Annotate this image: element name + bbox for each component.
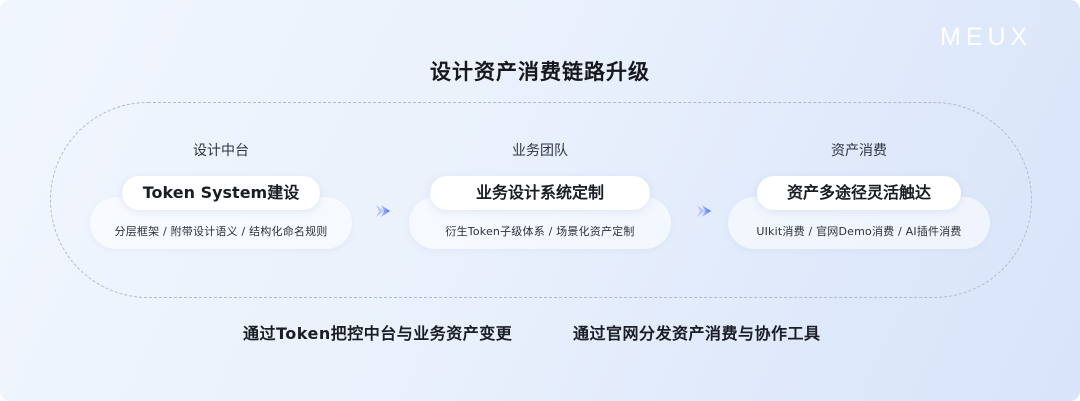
stage-detail: 分层框架 / 附带设计语义 / 结构化命名规则 xyxy=(114,225,328,238)
stage-badge: 资产多途径灵活触达 xyxy=(757,176,961,210)
stage-label: 设计中台 xyxy=(193,143,249,159)
stage-label: 业务团队 xyxy=(512,143,568,159)
dashed-flow-container xyxy=(50,102,1032,298)
flow-arrow-icon xyxy=(697,205,711,217)
stage-detail: 衍生Token子级体系 / 场景化资产定制 xyxy=(445,225,635,238)
stage-label: 资产消费 xyxy=(831,143,887,159)
meux-logo: MEUX xyxy=(940,23,1032,50)
diagram-title: 设计资产消费链路升级 xyxy=(430,60,650,84)
logo-text: MEUX xyxy=(940,23,1032,50)
bottom-note-token: 通过Token把控中台与业务资产变更 xyxy=(243,324,513,343)
bottom-note-website: 通过官网分发资产消费与协作工具 xyxy=(573,324,821,343)
stage-detail: UIkit消费 / 官网Demo消费 / AI插件消费 xyxy=(756,225,962,238)
stage-badge: 业务设计系统定制 xyxy=(430,176,650,210)
stage-badge: Token System建设 xyxy=(122,176,320,210)
flow-arrow-icon xyxy=(376,205,390,217)
